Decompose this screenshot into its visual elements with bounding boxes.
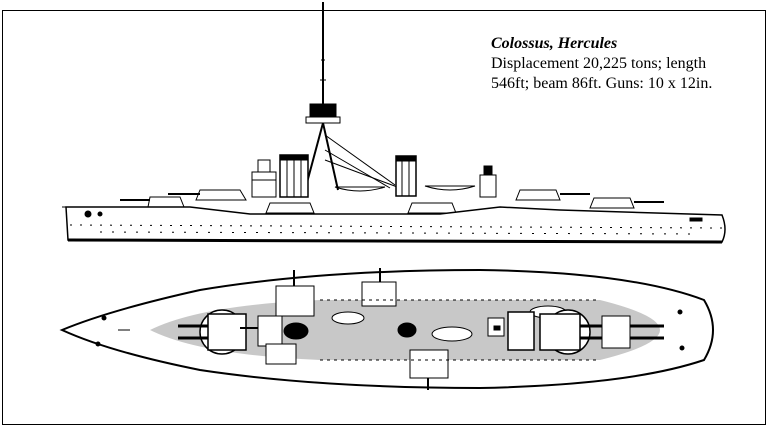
ship-class-title: Colossus, Hercules — [491, 35, 618, 52]
spec-line-2: 546ft; beam 86ft. Guns: 10 x 12in. — [491, 75, 713, 92]
deck-plan — [59, 268, 714, 390]
ship-caption: Colossus, Hercules Displacement 20,225 t… — [491, 34, 761, 94]
side-profile — [62, 2, 726, 244]
spec-line-1: Displacement 20,225 tons; length — [491, 55, 707, 72]
illustration-frame — [2, 10, 766, 425]
